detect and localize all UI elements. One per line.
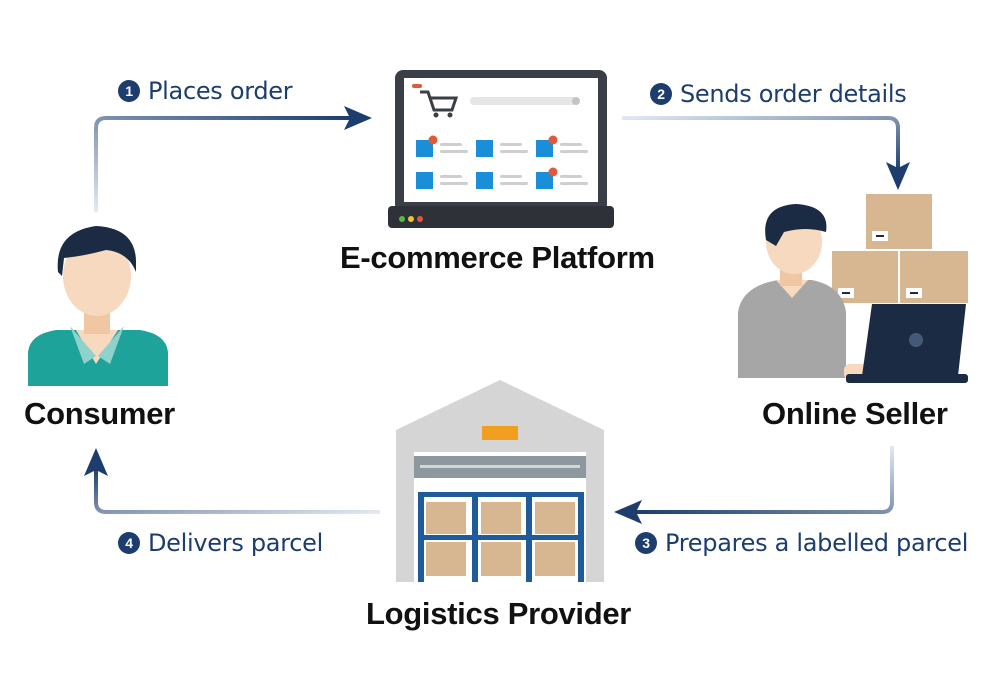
- arrow-delivers-parcel: [84, 448, 380, 514]
- step-label-3: 3 Prepares a labelled parcel: [635, 529, 968, 557]
- node-label-consumer: Consumer: [24, 396, 175, 431]
- step-text: Places order: [148, 77, 293, 105]
- node-label-platform: E-commerce Platform: [340, 240, 655, 275]
- parcel-stack: [832, 194, 968, 303]
- step-number-badge: 1: [118, 80, 140, 102]
- node-label-logistics: Logistics Provider: [366, 596, 632, 631]
- arrow-prepares-parcel: [614, 446, 894, 524]
- step-label-4: 4 Delivers parcel: [118, 529, 323, 557]
- cart-icon: [412, 84, 459, 118]
- node-label-seller: Online Seller: [762, 396, 948, 431]
- step-number-badge: 2: [650, 83, 672, 105]
- step-text: Delivers parcel: [148, 529, 323, 557]
- step-text: Sends order details: [680, 80, 907, 108]
- step-number-badge: 3: [635, 532, 657, 554]
- step-label-1: 1 Places order: [118, 77, 293, 105]
- step-number-badge: 4: [118, 532, 140, 554]
- arrow-places-order: [94, 106, 372, 212]
- seller-laptop: [846, 304, 968, 383]
- arrow-sends-order-details: [622, 116, 910, 190]
- step-label-2: 2 Sends order details: [650, 80, 907, 108]
- step-text: Prepares a labelled parcel: [665, 529, 969, 557]
- product-grid: [416, 135, 588, 189]
